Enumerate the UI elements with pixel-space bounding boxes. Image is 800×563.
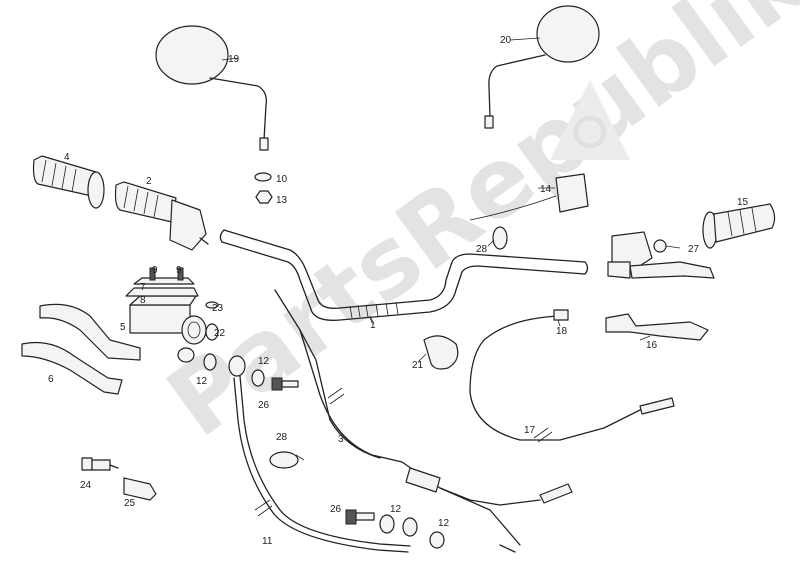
callout-3: 3: [338, 434, 344, 445]
callout-26b: 26: [330, 504, 342, 515]
mirror-right: [484, 5, 600, 129]
callout-27: 27: [688, 244, 700, 255]
callout-9a: 9: [152, 265, 158, 276]
callout-9b: 9: [176, 265, 182, 276]
callout-22: 22: [214, 328, 226, 339]
callout-26a: 26: [258, 400, 270, 411]
watermark-text: PartsRepublik: [148, 0, 800, 459]
callout-6: 6: [48, 374, 54, 385]
callout-24: 24: [80, 480, 92, 491]
callout-15: 15: [737, 197, 749, 208]
callout-12a: 12: [196, 376, 208, 387]
clutch-cable: [469, 309, 675, 443]
callout-11: 11: [262, 536, 273, 547]
washers: [203, 353, 445, 549]
throttle-cable: [274, 289, 573, 553]
callout-28a: 28: [476, 244, 488, 255]
callout-5: 5: [120, 322, 126, 333]
callout-25: 25: [124, 498, 136, 509]
callout-7: 7: [140, 282, 146, 293]
clamp-lower: [269, 451, 305, 469]
callout-18: 18: [556, 326, 568, 337]
leader-lines: [221, 37, 681, 363]
handlebar: [219, 229, 589, 325]
bolts: [271, 377, 375, 525]
callout-13: 13: [276, 195, 288, 206]
washer-nut: [254, 172, 273, 204]
brake-assembly: [21, 267, 207, 395]
callout-17: 17: [524, 425, 536, 436]
cable-clamp: [423, 335, 459, 370]
callout-12c: 12: [390, 504, 402, 515]
callout-2: 2: [146, 176, 152, 187]
callout-10: 10: [276, 174, 288, 185]
callout-20: 20: [500, 35, 512, 46]
callout-23: 23: [212, 303, 224, 314]
callout-28b: 28: [276, 432, 288, 443]
callout-19: 19: [228, 54, 240, 65]
brake-hose: [228, 355, 411, 553]
grip-right: [702, 203, 776, 249]
lever-16: [605, 313, 709, 341]
mirror-left: [155, 25, 269, 151]
callout-12d: 12: [438, 518, 450, 529]
callout-8: 8: [140, 295, 146, 306]
clutch-lever: [607, 231, 715, 279]
switch: [469, 173, 589, 221]
cap-25: [123, 477, 157, 501]
callout-4: 4: [64, 152, 70, 163]
sensor-24: [81, 457, 119, 471]
watermark-gear-icon: [550, 80, 630, 160]
throttle-grip: [114, 181, 209, 251]
watermark: PartsRepublik: [148, 0, 800, 459]
o-rings: [205, 301, 219, 341]
callout-16: 16: [646, 340, 658, 351]
callout-labels: 1 2 3 4 5 6 7 8 9 9 10 11 12 12 12 12 13…: [48, 35, 749, 547]
callout-14: 14: [540, 184, 552, 195]
callout-1: 1: [370, 320, 376, 331]
grip-left: [32, 155, 105, 209]
callout-12b: 12: [258, 356, 270, 367]
clamp-upper: [492, 226, 508, 250]
callout-21: 21: [412, 360, 424, 371]
